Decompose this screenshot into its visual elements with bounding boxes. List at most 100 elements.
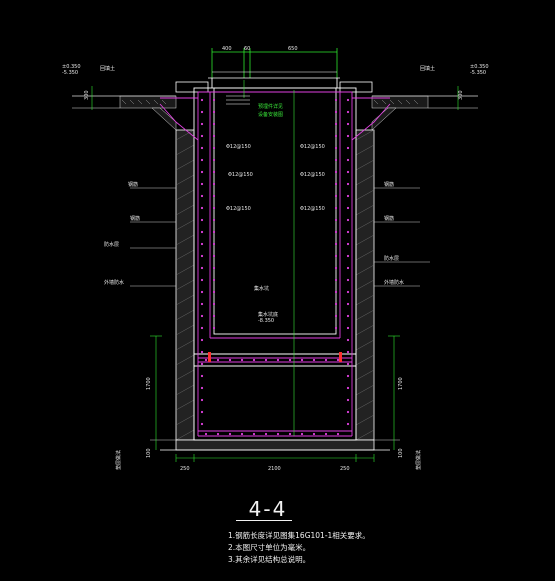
rebar-dot: [228, 432, 232, 436]
rebar-dot: [300, 432, 304, 436]
rebar-dot: [200, 386, 204, 390]
rebar-dot: [228, 358, 232, 362]
rebar-dot: [200, 326, 204, 330]
elev-right-top: ±0.350: [470, 64, 489, 70]
rebar-dot: [200, 206, 204, 210]
rebar-dot: [276, 358, 280, 362]
rebar-dot: [200, 134, 204, 138]
rebar-dot: [200, 266, 204, 270]
rebar-dot: [200, 122, 204, 126]
rebar-dot: [346, 194, 350, 198]
label-right-side-1: 钢筋: [384, 181, 394, 188]
label-rebar-2: Φ12@150: [300, 144, 325, 150]
rebar-dot: [212, 254, 216, 258]
rebar-dot: [334, 230, 338, 234]
elev-right-top2: -5.350: [470, 70, 486, 76]
rebar-dot: [200, 218, 204, 222]
label-right-side-2: 钢筋: [384, 215, 394, 222]
rebar-dot: [346, 158, 350, 162]
rebar-dot: [334, 170, 338, 174]
rebar-dot: [212, 218, 216, 222]
rebar-dot: [212, 206, 216, 210]
label-right-ground: 回填土: [420, 65, 435, 72]
label-rebar-1: Φ12@150: [226, 144, 251, 150]
rebar-dot: [312, 358, 316, 362]
rebar-dot: [334, 218, 338, 222]
rebar-dot: [336, 358, 340, 362]
rebar-dot: [212, 146, 216, 150]
ground-right: [371, 95, 478, 131]
rebar-dot: [334, 182, 338, 186]
elev-inner-bottom: -8.350: [258, 318, 274, 324]
rebar-dot: [212, 158, 216, 162]
rebar-dot: [346, 266, 350, 270]
dim-top-mid: 60: [244, 46, 250, 52]
elev-left-top: ±0.350: [62, 64, 81, 70]
rebar-dot: [212, 278, 216, 282]
label-bottom-right: 垫层做法: [415, 450, 422, 470]
rebar-dot: [200, 110, 204, 114]
rebar-dot: [200, 374, 204, 378]
rebar-dot: [334, 314, 338, 318]
notes-block: 1.钢筋长度详见图集16G101-1相关要求。 2.本图尺寸单位为毫米。 3.其…: [228, 530, 370, 566]
rebar-dot: [346, 242, 350, 246]
rebar-dot: [334, 278, 338, 282]
rebar-dot: [212, 290, 216, 294]
rebar-dot: [200, 302, 204, 306]
rebar-dot: [346, 410, 350, 414]
dim-bottom-mid: 2100: [268, 466, 281, 472]
rebar-dot: [252, 358, 256, 362]
rebar-dot: [212, 170, 216, 174]
rebar-dot: [346, 110, 350, 114]
rebar-dot: [334, 110, 338, 114]
inner-walls: [193, 78, 357, 441]
rebar-dot: [200, 146, 204, 150]
dim-bottom-right: 250: [340, 466, 350, 472]
red-marks: [208, 352, 342, 362]
rebar-dot: [200, 410, 204, 414]
dim-left-small: 100: [146, 448, 152, 458]
rebar-dot: [200, 362, 204, 366]
rebar-dot: [216, 358, 220, 362]
label-right-side-3: 防水层: [384, 255, 399, 262]
rebar-dot: [200, 422, 204, 426]
rebar-dot: [336, 432, 340, 436]
note-line-2: 2.本图尺寸单位为毫米。: [228, 543, 311, 552]
rebar-dot: [276, 432, 280, 436]
label-rebar-6: Φ12@150: [300, 206, 325, 212]
rebar-dot: [346, 422, 350, 426]
label-rebar-3: Φ12@150: [228, 172, 253, 178]
rebar-dot: [200, 158, 204, 162]
dim-left-top-small: 300: [84, 90, 90, 100]
label-rebar-5: Φ12@150: [226, 206, 251, 212]
rebar-dot: [334, 146, 338, 150]
rebar-dot: [346, 326, 350, 330]
section-title: 4-4: [248, 497, 288, 521]
rebar-dot: [212, 242, 216, 246]
dim-right-height: 1700: [398, 377, 404, 390]
rebar-dot: [334, 266, 338, 270]
rebar-dot: [324, 358, 328, 362]
rebar-dot: [200, 338, 204, 342]
elev-left-top2: -5.350: [62, 70, 78, 76]
rebar-dot: [200, 242, 204, 246]
rebar-dot: [300, 358, 304, 362]
label-top-note2: 设备安装图: [258, 111, 283, 118]
label-left-side-2: 钢筋: [130, 215, 140, 222]
rebar-dot: [346, 302, 350, 306]
dim-top-left: 400: [222, 46, 232, 52]
label-center-mark: 集水坑: [254, 285, 269, 292]
rebar-dot: [346, 386, 350, 390]
dim-left-height: 1700: [146, 377, 152, 390]
rebar-dot: [240, 358, 244, 362]
rebar-dot: [334, 194, 338, 198]
rebar-dot: [346, 230, 350, 234]
ground-left: [72, 95, 177, 131]
label-top-note: 预埋件详见: [258, 103, 283, 110]
rebar-dot: [212, 230, 216, 234]
center-line: [243, 80, 295, 436]
rebar-dot: [200, 254, 204, 258]
rebar-dot: [346, 350, 350, 354]
rebar-dot: [212, 302, 216, 306]
rebar-dot: [212, 134, 216, 138]
